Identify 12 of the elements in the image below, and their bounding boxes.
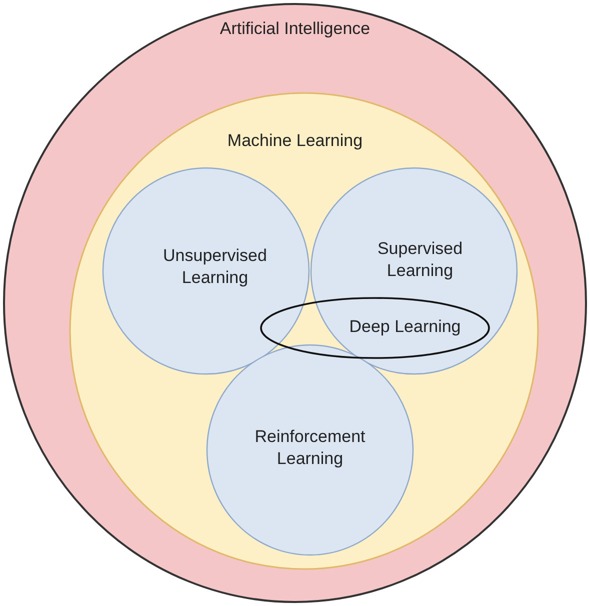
circle — [103, 168, 309, 374]
circle — [311, 168, 517, 374]
ellipse — [261, 298, 489, 358]
node-label: Artificial Intelligence — [218, 18, 372, 40]
circle — [207, 345, 413, 555]
node-label: Unsupervised Learning — [162, 245, 268, 290]
outer-ellipse — [4, 4, 586, 602]
node-label: Machine Learning — [226, 130, 364, 152]
node-label: Deep Learning — [348, 316, 462, 338]
node-label: Reinforcement Learning — [254, 426, 366, 470]
inner-ellipse — [70, 93, 538, 569]
node-label: Supervised Learning — [376, 238, 464, 282]
